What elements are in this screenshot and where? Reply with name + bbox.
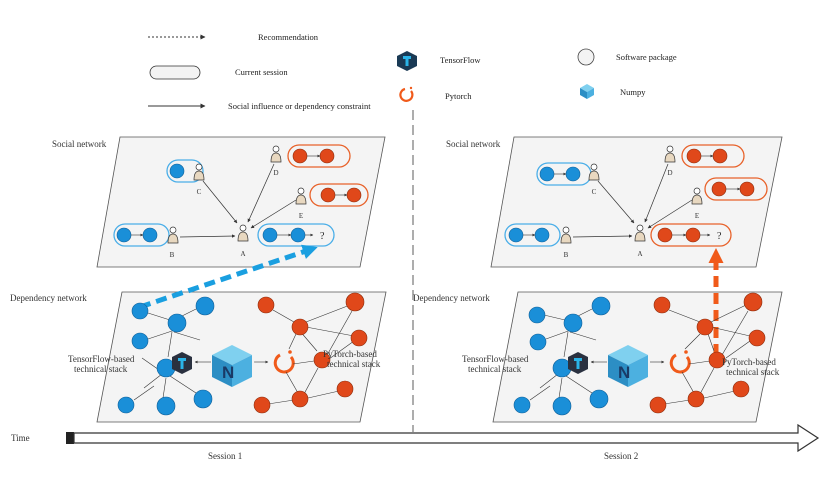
user-b-label: B (170, 251, 175, 259)
user-d (664, 145, 676, 163)
user-b-label: B (564, 251, 569, 259)
social-network-label: Social network (52, 139, 107, 149)
social-network-plane (96, 136, 386, 268)
legend-tensorflow: TensorFlow (440, 55, 481, 65)
pytorch-icon (399, 86, 414, 102)
legend-pytorch: Pytorch (445, 91, 472, 101)
tf-stack-label-line1: TensorFlow-based (68, 354, 135, 364)
user-c (193, 163, 205, 181)
user-e-label: E (299, 212, 303, 220)
pt-stack-label-line2: technical stack (726, 367, 780, 377)
timeline: Time Session 1 Session 2 (11, 423, 820, 461)
tf-stack-label-line2: technical stack (74, 364, 128, 374)
dependency-network-label: Dependency network (10, 293, 87, 303)
tensorflow-hub-icon (568, 352, 588, 374)
user-a-label: A (637, 250, 642, 258)
pt-stack-label-line2: technical stack (327, 359, 381, 369)
numpy-hub-icon: N (212, 345, 252, 387)
social-network-plane (490, 136, 783, 268)
user-b (167, 226, 179, 244)
social-network-label: Social network (446, 139, 501, 149)
unknown-next-package: ? (717, 231, 722, 242)
recommendation-arrow (139, 244, 318, 310)
pytorch-hub-icon (273, 350, 295, 374)
software-package-icon (577, 48, 595, 66)
user-d-label: D (667, 169, 672, 177)
user-d (270, 145, 282, 163)
pt-stack-label-line1: PyTorch-based (323, 349, 377, 359)
session-1-label: Session 1 (208, 451, 242, 461)
dependency-network-label: Dependency network (413, 293, 490, 303)
legend-current-session: Current session (235, 67, 288, 77)
time-label: Time (11, 433, 30, 443)
session-1: Social network ? C B (10, 136, 387, 423)
numpy-hub-icon: N (608, 345, 648, 387)
legend: Recommendation Current session Social in… (148, 32, 677, 111)
user-e (691, 187, 703, 205)
numpy-icon (580, 84, 594, 99)
tf-stack-label-line2: technical stack (468, 364, 522, 374)
tensorflow-icon (397, 51, 417, 71)
session-2-label: Session 2 (604, 451, 638, 461)
user-e-label: E (695, 212, 699, 220)
legend-social-influence: Social influence or dependency constrain… (228, 101, 371, 111)
user-c-label: C (592, 188, 597, 196)
svg-text:N: N (618, 363, 630, 382)
user-c (588, 163, 600, 181)
user-a (237, 224, 249, 242)
unknown-next-package: ? (320, 231, 325, 242)
user-d-label: D (273, 169, 278, 177)
time-arrow (73, 423, 820, 453)
user-e (295, 187, 307, 205)
user-a-label: A (240, 250, 245, 258)
user-b (560, 226, 572, 244)
legend-software-package: Software package (616, 52, 677, 62)
legend-numpy: Numpy (620, 87, 646, 97)
svg-text:N: N (222, 363, 234, 382)
legend-recommendation: Recommendation (258, 32, 319, 42)
session-2: Social network ? C B (413, 136, 783, 423)
tensorflow-hub-icon (172, 352, 192, 374)
tf-stack-label-line1: TensorFlow-based (462, 354, 529, 364)
user-a (634, 224, 646, 242)
pytorch-hub-icon (669, 350, 691, 374)
pt-stack-label-line1: PyTorch-based (722, 357, 776, 367)
user-c-label: C (197, 188, 202, 196)
